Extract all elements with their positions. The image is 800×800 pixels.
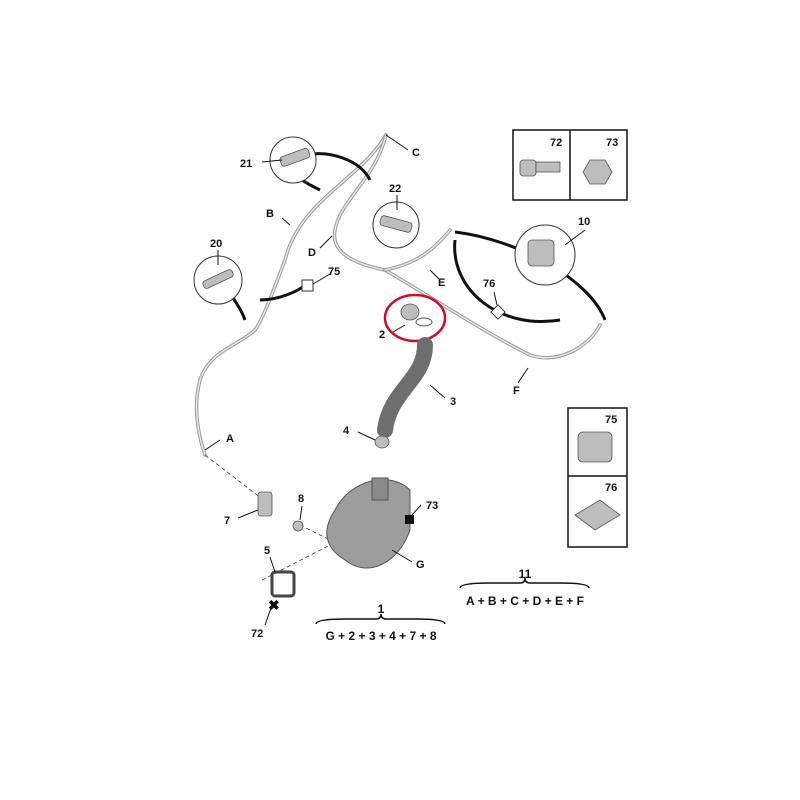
assembly-1: 1 G + 2 + 3 + 4 + 7 + 8 bbox=[315, 602, 446, 643]
inset-clips: 75 76 bbox=[567, 407, 628, 548]
inset-label-76: 76 bbox=[605, 482, 617, 494]
detail-21 bbox=[269, 136, 317, 184]
label-21: 21 bbox=[240, 158, 252, 170]
bolt-icon bbox=[519, 159, 537, 177]
label-C: C bbox=[412, 147, 420, 159]
reservoir-tank bbox=[326, 477, 414, 569]
filler-pipe bbox=[377, 337, 433, 438]
bolt-shank bbox=[535, 161, 561, 173]
inset-label-72: 72 bbox=[550, 137, 562, 149]
assembly-1-number: 1 bbox=[378, 602, 385, 616]
label-73: 73 bbox=[426, 500, 438, 512]
label-20: 20 bbox=[210, 238, 222, 250]
label-8: 8 bbox=[298, 493, 304, 505]
label-5: 5 bbox=[264, 545, 270, 557]
label-7: 7 bbox=[224, 515, 230, 527]
svg-text:✖: ✖ bbox=[268, 597, 280, 613]
label-75: 75 bbox=[328, 266, 340, 278]
label-G: G bbox=[416, 559, 425, 571]
label-3: 3 bbox=[450, 396, 456, 408]
nut-icon bbox=[582, 159, 613, 185]
clip-76-marker bbox=[490, 304, 506, 320]
label-D: D bbox=[308, 247, 316, 259]
hose-network bbox=[194, 133, 607, 581]
clip-76-icon bbox=[574, 499, 621, 531]
inset-fasteners: 72 73 bbox=[512, 129, 628, 201]
label-E: E bbox=[438, 277, 445, 289]
label-76: 76 bbox=[483, 278, 495, 290]
label-10: 10 bbox=[578, 216, 590, 228]
label-B: B bbox=[266, 208, 274, 220]
assembly-11-number: 11 bbox=[519, 567, 532, 581]
clip-75-marker bbox=[301, 279, 314, 292]
inset-label-75: 75 bbox=[605, 414, 617, 426]
inset-label-73: 73 bbox=[606, 137, 618, 149]
highlight-circle-part-2 bbox=[383, 293, 447, 343]
label-22: 22 bbox=[389, 183, 401, 195]
detail-22 bbox=[372, 201, 420, 249]
label-F: F bbox=[513, 385, 520, 397]
assembly-11: 11 A + B + C + D + E + F bbox=[459, 567, 590, 608]
detail-10 bbox=[514, 224, 576, 286]
label-A: A bbox=[226, 433, 234, 445]
assembly-11-formula: A + B + C + D + E + F bbox=[466, 594, 584, 608]
label-4: 4 bbox=[343, 425, 350, 437]
assembly-1-formula: G + 2 + 3 + 4 + 7 + 8 bbox=[325, 629, 436, 643]
label-72: 72 bbox=[251, 628, 263, 640]
label-2: 2 bbox=[379, 329, 385, 341]
clip-75-icon bbox=[577, 431, 613, 463]
